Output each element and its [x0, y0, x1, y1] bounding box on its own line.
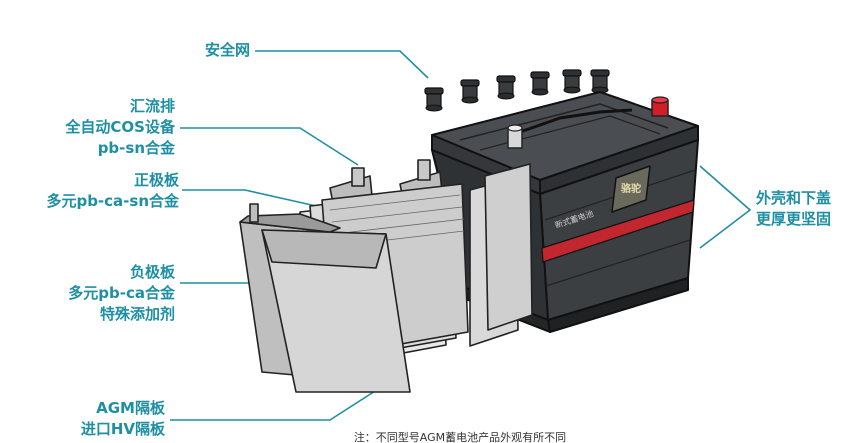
- label-line: AGM隔板: [96, 399, 165, 417]
- label-line: 多元pb-ca-sn合金: [46, 192, 179, 210]
- vent-cap: [460, 79, 480, 104]
- accent-stripe: [541, 199, 695, 263]
- battery-brand-text: 骆驼: [621, 182, 641, 195]
- label-line: 外壳和下盖: [756, 189, 832, 207]
- label-housing: 外壳和下盖 更厚更坚固: [756, 188, 854, 230]
- label-negative-plate: 负极板 多元pb-ca合金 特殊添加剂: [20, 262, 175, 325]
- label-separator: AGM隔板 进口HV隔板: [40, 398, 165, 440]
- label-busbar: 汇流排 全自动COS设备 pb-sn合金: [20, 96, 175, 159]
- leader-busbar: [180, 127, 359, 166]
- label-line: 全自动COS设备: [65, 118, 175, 136]
- label-line: 进口HV隔板: [80, 420, 165, 438]
- vent-cap: [424, 87, 444, 112]
- label-line: 安全网: [204, 41, 250, 59]
- vent-cap: [530, 71, 550, 96]
- plate-pack: [239, 159, 533, 393]
- footnote-caption: 注：不同型号AGM蓄电池产品外观有所不同: [353, 431, 567, 443]
- positive-terminal: [651, 96, 669, 117]
- leader-positive-plate: [182, 189, 326, 209]
- label-line: 更厚更坚固: [756, 210, 832, 228]
- vent-cap: [496, 75, 516, 100]
- leader-housing: [699, 165, 752, 249]
- label-line: 多元pb-ca合金: [68, 284, 175, 302]
- leader-safety-net: [255, 50, 429, 79]
- label-line: 汇流排: [129, 97, 175, 115]
- vent-cap: [562, 69, 582, 94]
- negative-terminal: [507, 124, 523, 149]
- leader-lines: [170, 50, 752, 421]
- label-positive-plate: 正极板 多元pb-ca-sn合金: [4, 170, 179, 212]
- label-safety-net: 安全网: [150, 40, 250, 61]
- label-line: 负极板: [129, 263, 175, 281]
- label-line: 正极板: [133, 171, 179, 189]
- brand-panel: [611, 165, 651, 213]
- label-line: 特殊添加剂: [99, 305, 175, 323]
- vent-cap: [590, 69, 610, 94]
- vent-caps: [424, 69, 610, 112]
- label-line: pb-sn合金: [97, 139, 175, 157]
